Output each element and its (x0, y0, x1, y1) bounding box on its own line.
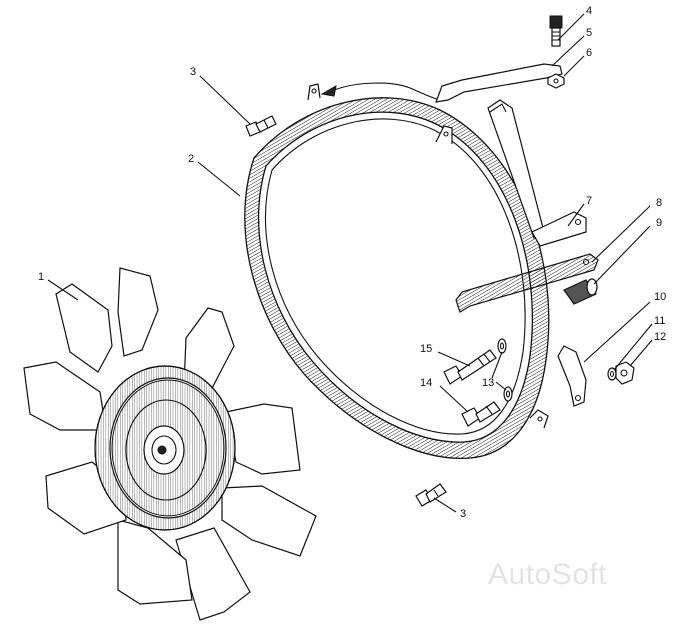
callout-8: 8 (656, 197, 662, 209)
fan-assembly-icon (23, 267, 317, 621)
nut-icon (547, 73, 565, 89)
callout-13: 13 (482, 377, 494, 389)
callout-7: 7 (586, 195, 592, 207)
nut-icon (615, 361, 635, 385)
callout-3-lower: 3 (460, 508, 466, 520)
callout-4: 4 (586, 5, 592, 17)
leader-lines (47, 13, 653, 513)
washer-icon (497, 338, 513, 402)
watermark-text: AutoSoft (488, 558, 607, 591)
spacer-sleeve-icon (563, 278, 598, 305)
bracket-icon (557, 345, 587, 407)
callout-11: 11 (654, 315, 665, 327)
callout-12: 12 (654, 331, 666, 343)
bracket-icon (435, 63, 587, 247)
callout-1: 1 (38, 271, 44, 283)
callout-5: 5 (586, 27, 592, 39)
callout-2: 2 (188, 153, 194, 165)
callout-10: 10 (654, 291, 666, 303)
bolt-icon (549, 15, 563, 47)
fan-shroud-ring-icon (244, 82, 550, 459)
callout-9: 9 (656, 217, 662, 229)
callout-14: 14 (420, 377, 432, 389)
bolt-icon (245, 115, 501, 507)
bracket-icon (455, 253, 599, 313)
callout-15: 15 (420, 343, 432, 355)
callout-3-upper: 3 (190, 66, 196, 78)
callout-labels: 1 2 3 3 4 5 6 7 8 9 10 11 12 13 14 15 (38, 5, 666, 520)
callout-6: 6 (586, 47, 592, 59)
